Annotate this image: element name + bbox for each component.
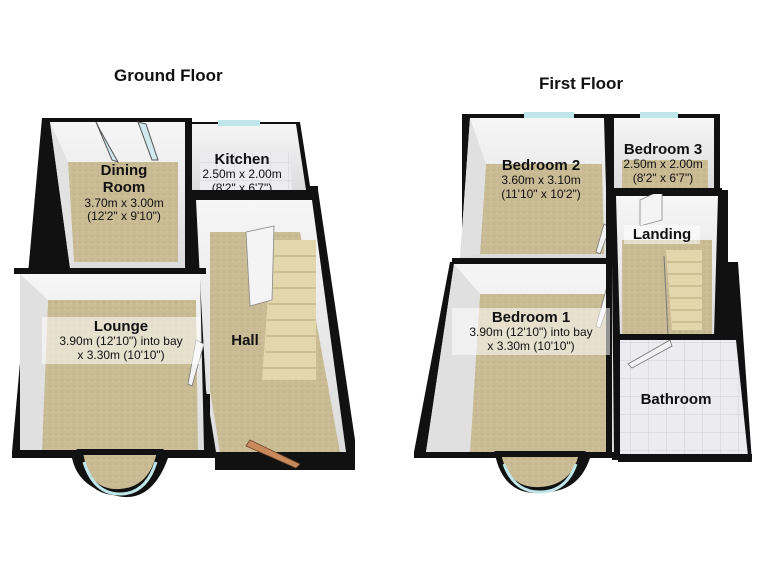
dining-room-dimensions-metric: 3.70m x 3.00m — [84, 195, 164, 210]
bedroom-3 — [614, 112, 714, 188]
landing — [616, 189, 718, 337]
staircase-first — [663, 250, 702, 337]
bedroom-3-dimensions-imperial: (8'2" x 6'7") — [632, 171, 694, 186]
bedroom-3-dimensions-metric: 2.50m x 2.00m — [623, 157, 703, 172]
hall — [196, 200, 346, 469]
bedroom-1-dimensions-metric: 3.90m (12'10") into bay — [469, 325, 593, 340]
bedroom-2-label: Bedroom 2 3.60m x 3.10m (11'10" x 10'2") — [484, 157, 598, 202]
kitchen-dimensions-metric: 2.50m x 2.00m — [202, 167, 282, 182]
hall-name: Hall — [231, 332, 259, 349]
dining-room-label: Dining Room 3.70m x 3.00m (12'2" x 9'10"… — [66, 162, 182, 224]
landing-label: Landing — [624, 225, 700, 245]
bedroom-3-name: Bedroom 3 — [623, 141, 703, 158]
kitchen-label: Kitchen 2.50m x 2.00m (8'2" x 6'7") — [192, 151, 292, 196]
hall-label: Hall — [222, 332, 268, 349]
bedroom-2-dimensions-imperial: (11'10" x 10'2") — [501, 187, 581, 202]
bathroom — [620, 339, 748, 456]
bathroom-label: Bathroom — [628, 391, 724, 408]
kitchen-name: Kitchen — [214, 151, 270, 168]
lounge-dimensions-metric: 3.90m (12'10") into bay — [59, 334, 183, 349]
lounge-name: Lounge — [93, 318, 149, 335]
kitchen — [192, 120, 306, 190]
ground-floor-plan — [12, 118, 355, 498]
dining-room-name-line1: Dining — [100, 162, 148, 179]
bedroom-2-dimensions-metric: 3.60m x 3.10m — [501, 173, 581, 188]
dining-room — [50, 121, 185, 268]
bathroom-name: Bathroom — [640, 391, 712, 408]
ground-floor-title: Ground Floor — [114, 66, 223, 85]
kitchen-dimensions-imperial: (8'2" x 6'7") — [211, 181, 273, 196]
first-floor-title: First Floor — [539, 74, 624, 93]
lounge — [20, 274, 205, 496]
landing-name: Landing — [632, 226, 692, 243]
dining-room-dimensions-imperial: (12'2" x 9'10") — [87, 209, 161, 224]
dining-room-name-line2: Room — [102, 179, 146, 197]
staircase-ground — [245, 225, 316, 380]
lounge-label: Lounge 3.90m (12'10") into bay x 3.30m (… — [42, 317, 200, 364]
bedroom-1-name: Bedroom 1 — [491, 309, 571, 326]
bedroom-3-label: Bedroom 3 2.50m x 2.00m (8'2" x 6'7") — [610, 141, 716, 186]
bedroom-1-label: Bedroom 1 3.90m (12'10") into bay x 3.30… — [452, 308, 610, 355]
bedroom-1 — [426, 223, 614, 494]
french-doors — [95, 121, 159, 163]
lounge-dimensions-imperial: x 3.30m (10'10") — [77, 348, 165, 363]
bedroom-2-name: Bedroom 2 — [501, 157, 581, 174]
bedroom-1-dimensions-imperial: x 3.30m (10'10") — [487, 339, 575, 354]
bedroom-2 — [460, 112, 608, 258]
